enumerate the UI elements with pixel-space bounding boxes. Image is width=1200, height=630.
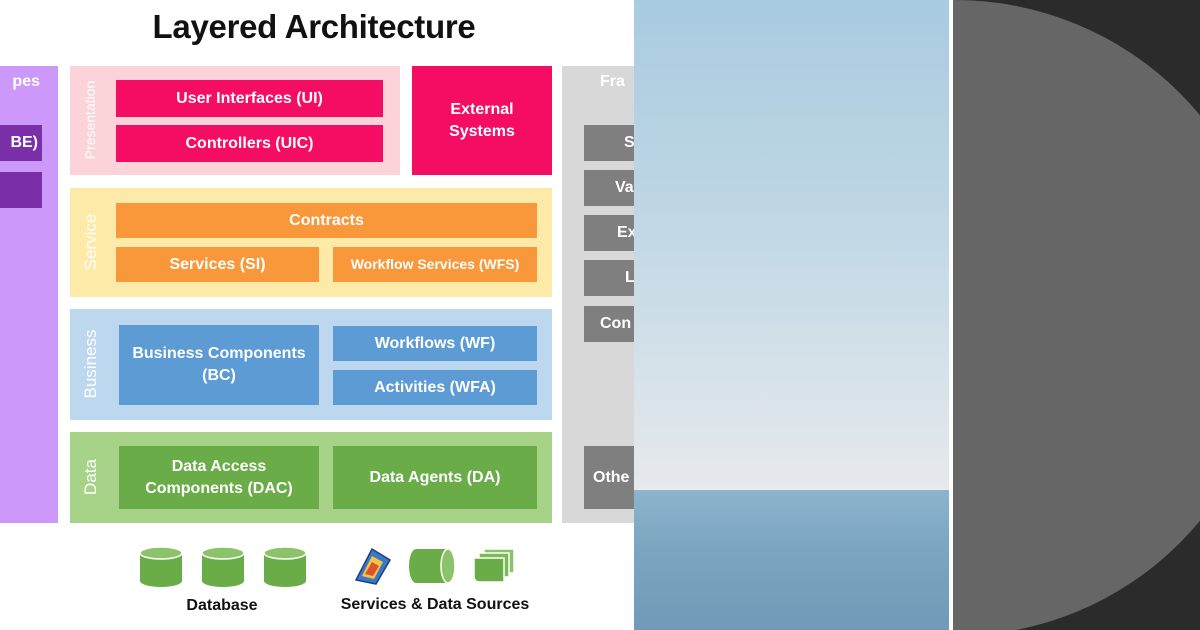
database-icon [201, 546, 245, 587]
data-agents-box: Data Agents (DA) [333, 446, 537, 509]
services-data-sources-caption: Services & Data Sources [340, 596, 530, 613]
workflow-services-box: Workflow Services (WFS) [333, 247, 537, 282]
data-layer-label: Data [81, 459, 100, 495]
business-layer-label: Business [81, 329, 100, 399]
web-service-icon [354, 547, 392, 585]
left-panel-title: pes [12, 73, 40, 90]
user-interfaces-box: User Interfaces (UI) [116, 80, 383, 117]
left-panel-item: BE) [0, 125, 42, 161]
activities-box: Activities (WFA) [333, 370, 537, 405]
right-panel-item: S [584, 125, 634, 161]
documents-icon [473, 548, 515, 583]
data-access-components-box: Data Access Components (DAC) [119, 446, 319, 509]
diagram-title: Layered Architecture [152, 8, 476, 45]
right-panel-item: Othe [584, 446, 634, 509]
database-icon [263, 546, 307, 587]
right-panel-item: Con [584, 306, 634, 342]
dark-panel [953, 0, 1200, 630]
right-panel-item: Ex [584, 215, 634, 251]
service-layer-label: Service [81, 213, 100, 271]
sea-water [634, 490, 949, 630]
database-caption: Database [186, 597, 258, 614]
right-panel-item: Va [584, 170, 634, 206]
sea-photo [634, 0, 949, 630]
contracts-box: Contracts [116, 203, 537, 238]
services-box: Services (SI) [116, 247, 319, 282]
database-icon [139, 546, 183, 587]
right-panel-item: L [584, 260, 634, 296]
architecture-diagram: Layered Architecture pes BE) Presentatio… [0, 8, 634, 614]
business-components-box: Business Components (BC) [119, 325, 319, 405]
workflows-box: Workflows (WF) [333, 326, 537, 361]
external-systems-box: External Systems [412, 66, 552, 175]
divider [949, 0, 953, 630]
presentation-layer-label: Presentation [82, 80, 98, 160]
large-circle [953, 0, 1200, 630]
right-panel-title: Fra [600, 73, 625, 90]
left-panel-item [0, 172, 42, 208]
controllers-box: Controllers (UIC) [116, 125, 383, 162]
data-source-cylinder-icon [409, 548, 456, 584]
